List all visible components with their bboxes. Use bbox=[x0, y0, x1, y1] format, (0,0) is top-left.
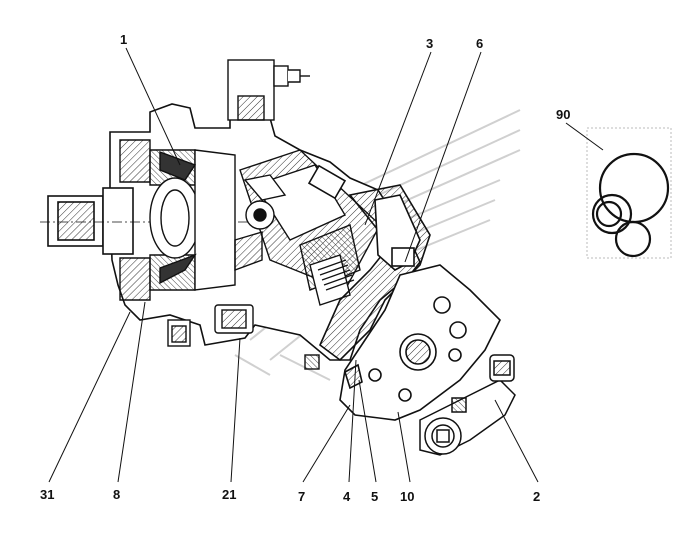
callout-7: 7 bbox=[298, 489, 306, 504]
callout-1: 1 bbox=[120, 32, 128, 47]
callout-6: 6 bbox=[476, 36, 484, 51]
callout-21: 21 bbox=[222, 487, 237, 502]
bottom-plugs bbox=[167, 304, 320, 370]
bearing-assembly bbox=[119, 139, 236, 301]
seal-kit-o-rings bbox=[586, 127, 672, 259]
callout-4: 4 bbox=[343, 489, 351, 504]
callout-5: 5 bbox=[371, 489, 379, 504]
pressure-valve bbox=[419, 354, 516, 456]
leader-lines bbox=[48, 47, 604, 483]
callout-3: 3 bbox=[426, 36, 434, 51]
callout-31: 31 bbox=[40, 487, 55, 502]
callout-8: 8 bbox=[113, 487, 121, 502]
sensor-connector bbox=[227, 59, 310, 121]
callout-10: 10 bbox=[400, 489, 415, 504]
callout-2: 2 bbox=[533, 489, 541, 504]
output-shaft bbox=[40, 187, 250, 255]
callout-90: 90 bbox=[556, 107, 571, 122]
control-housing bbox=[339, 264, 501, 421]
